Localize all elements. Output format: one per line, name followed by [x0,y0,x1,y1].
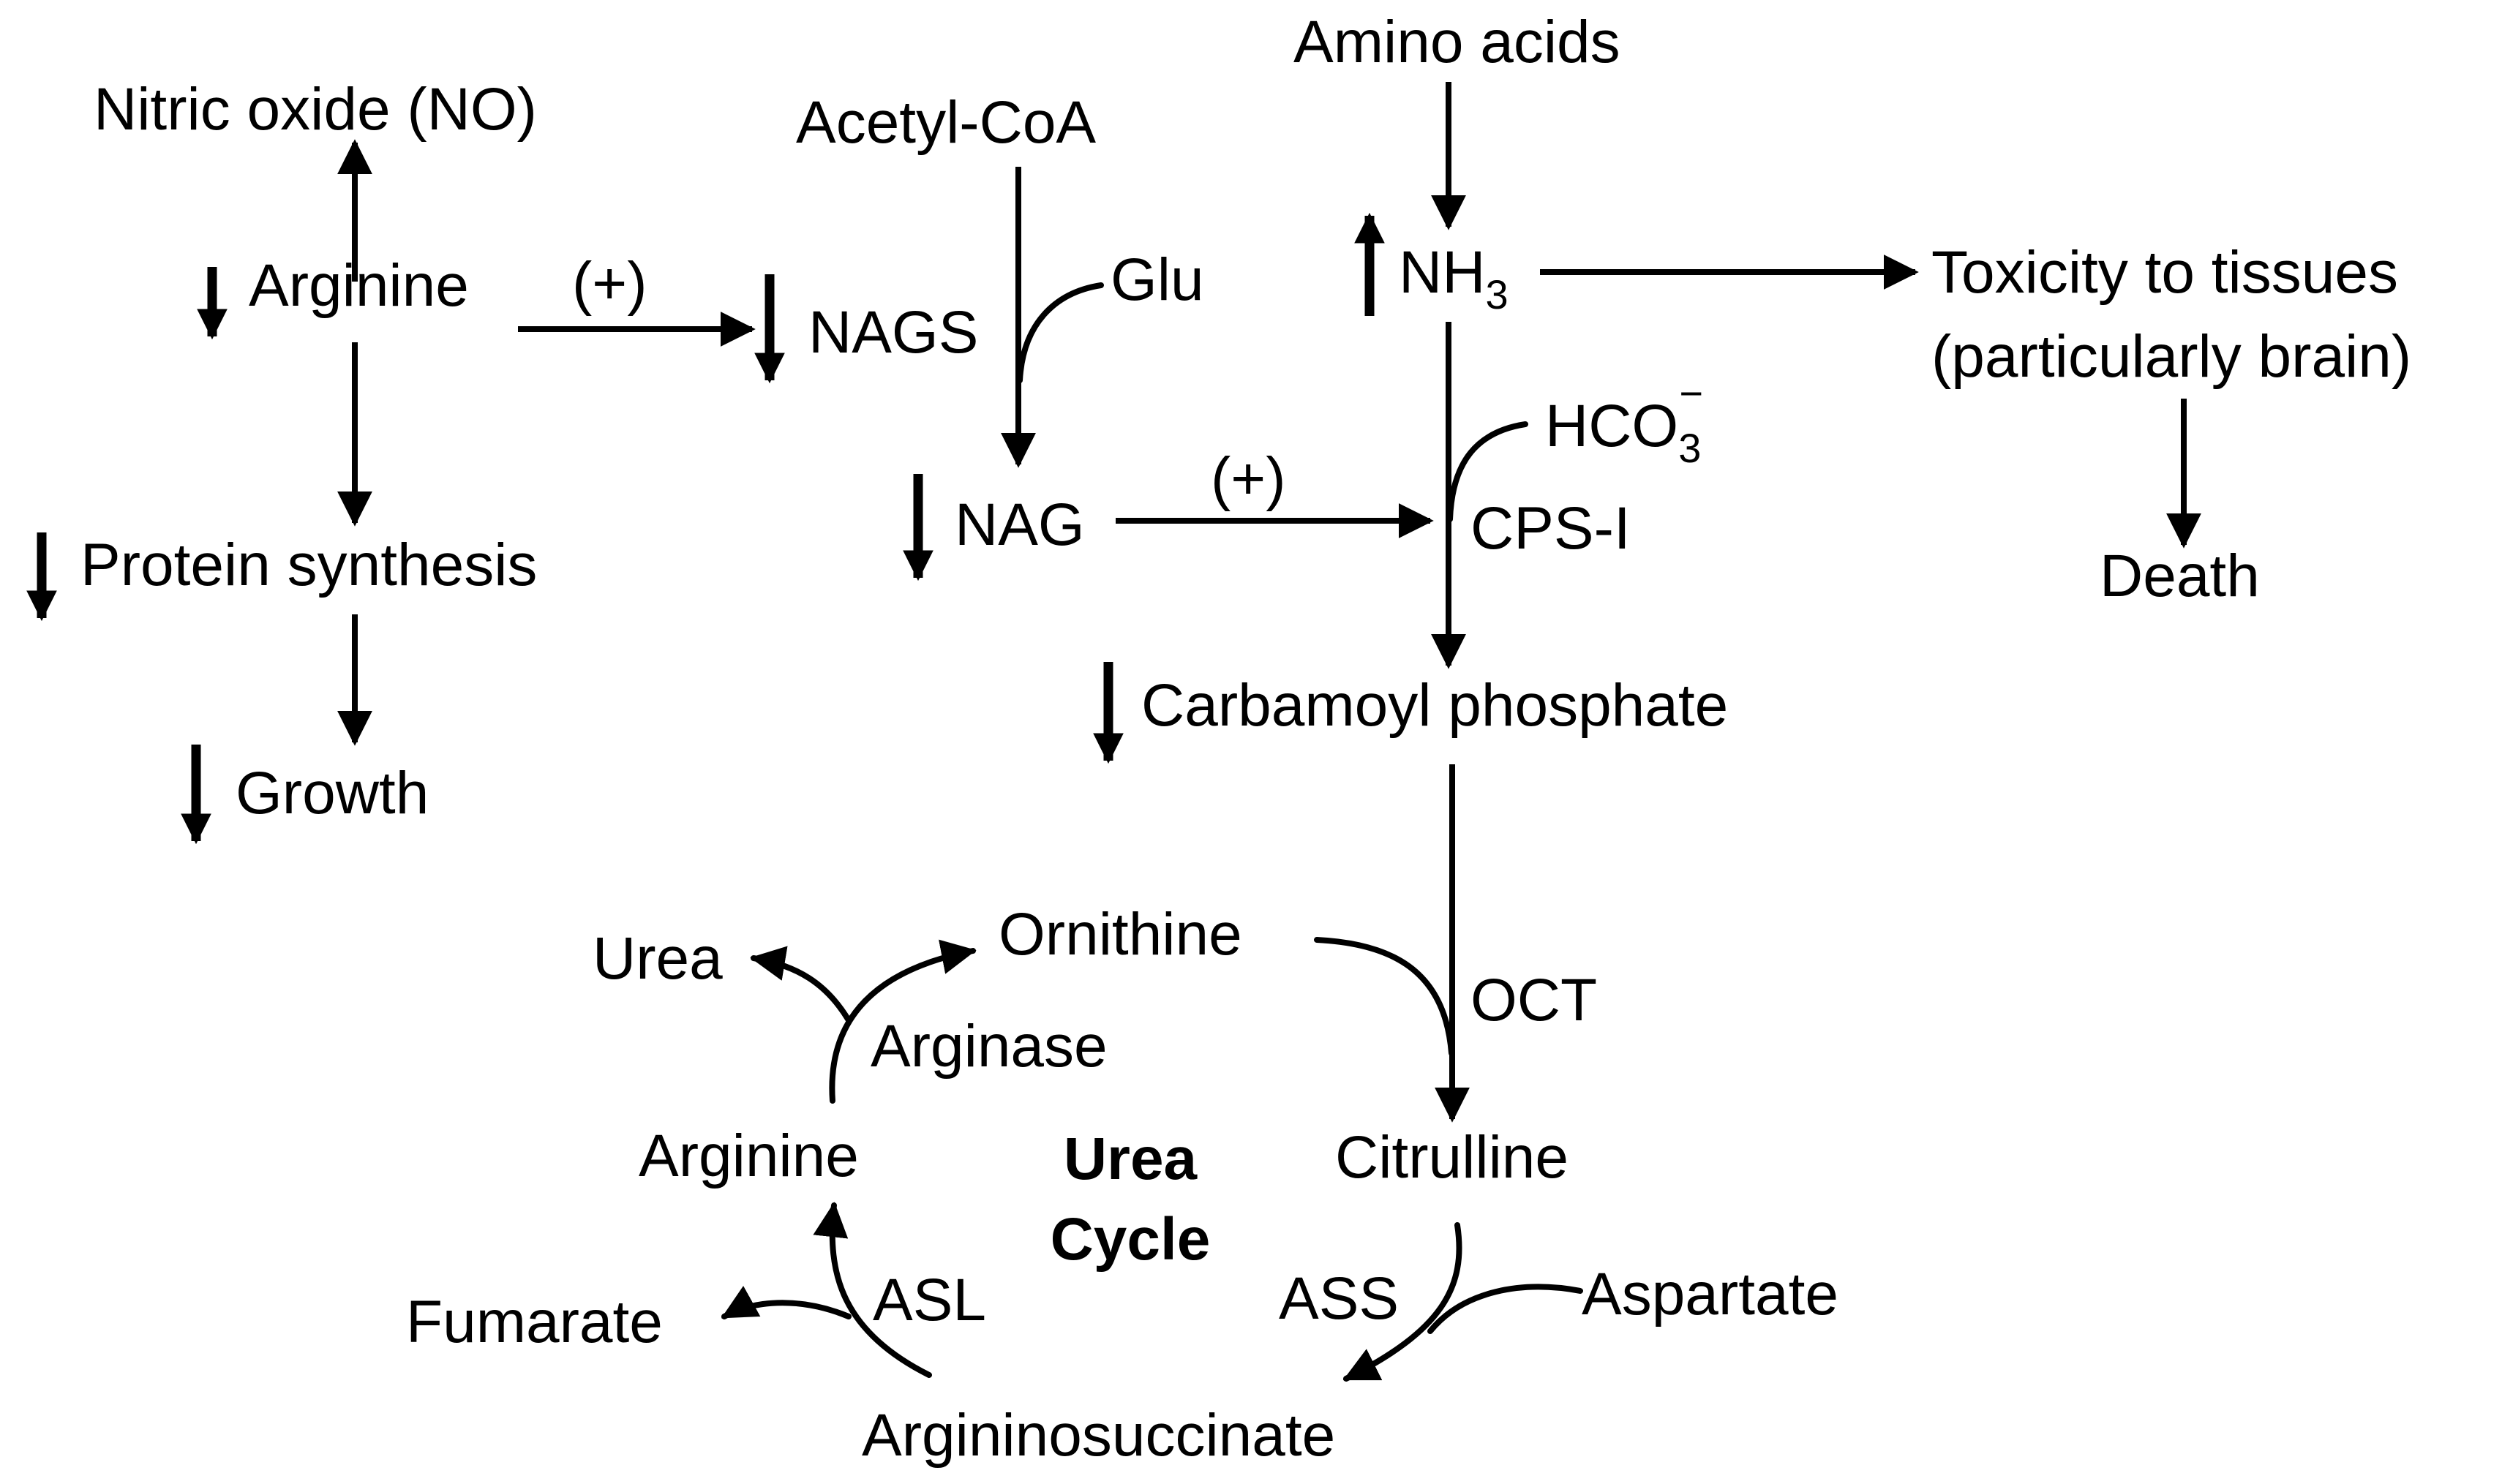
acetyl-coa-label: Acetyl-CoA [796,89,1096,156]
nitric-oxide-label: Nitric oxide (NO) [94,76,537,143]
oct-enzyme-label: OCT [1470,967,1597,1033]
positive-regulation-label-2: (+) [1211,445,1286,512]
hco3-label: HCO3− [1545,370,1703,471]
citrulline-to-argininosuccinate-arrow [1342,1222,1462,1382]
ornithine-input-curve [1314,937,1454,1056]
toxicity-label-line1: Toxicity to tissues [1931,239,2398,306]
amino-acids-label: Amino acids [1293,9,1620,75]
nag-label: NAG [955,491,1085,558]
arginine-to-urea-arrow [750,946,852,1023]
arginine-cycle-label: Arginine [639,1123,859,1189]
aspartate-input-curve [1427,1284,1583,1334]
ornithine-label: Ornithine [999,901,1242,968]
carbamoyl-phosphate-label: Carbamoyl phosphate [1141,672,1728,739]
urea-label: Urea [593,925,723,992]
argininosuccinate-to-fumarate-arrow [721,1286,852,1319]
ass-enzyme-label: ASS [1279,1265,1399,1332]
glu-input-curve [1017,282,1104,383]
nh3-label: NH3 [1399,239,1509,317]
arginase-enzyme-label: Arginase [871,1013,1108,1080]
toxicity-label-line2: (particularly brain) [1931,323,2411,390]
citrulline-label: Citrulline [1335,1124,1569,1191]
positive-regulation-label: (+) [572,250,647,317]
cps1-enzyme-label: CPS-I [1470,495,1631,562]
death-label: Death [2100,543,2260,609]
argininosuccinate-label: Argininosuccinate [862,1402,1335,1469]
protein-synthesis-label: Protein synthesis [80,532,537,598]
arginine-to-ornithine-arrow [829,939,977,1104]
fumarate-label: Fumarate [406,1289,663,1355]
arginine-label: Arginine [249,252,469,319]
glu-label: Glu [1111,246,1204,313]
hco3-input-curve [1447,421,1528,522]
growth-label: Growth [236,760,429,826]
asl-enzyme-label: ASL [873,1267,986,1333]
aspartate-label: Aspartate [1582,1261,1838,1327]
urea-cycle-title-line1: Urea [1064,1126,1198,1192]
argininosuccinate-to-arginine-arrow [813,1202,932,1378]
urea-cycle-title-line2: Cycle [1051,1206,1211,1273]
nags-label: NAGS [808,299,978,366]
